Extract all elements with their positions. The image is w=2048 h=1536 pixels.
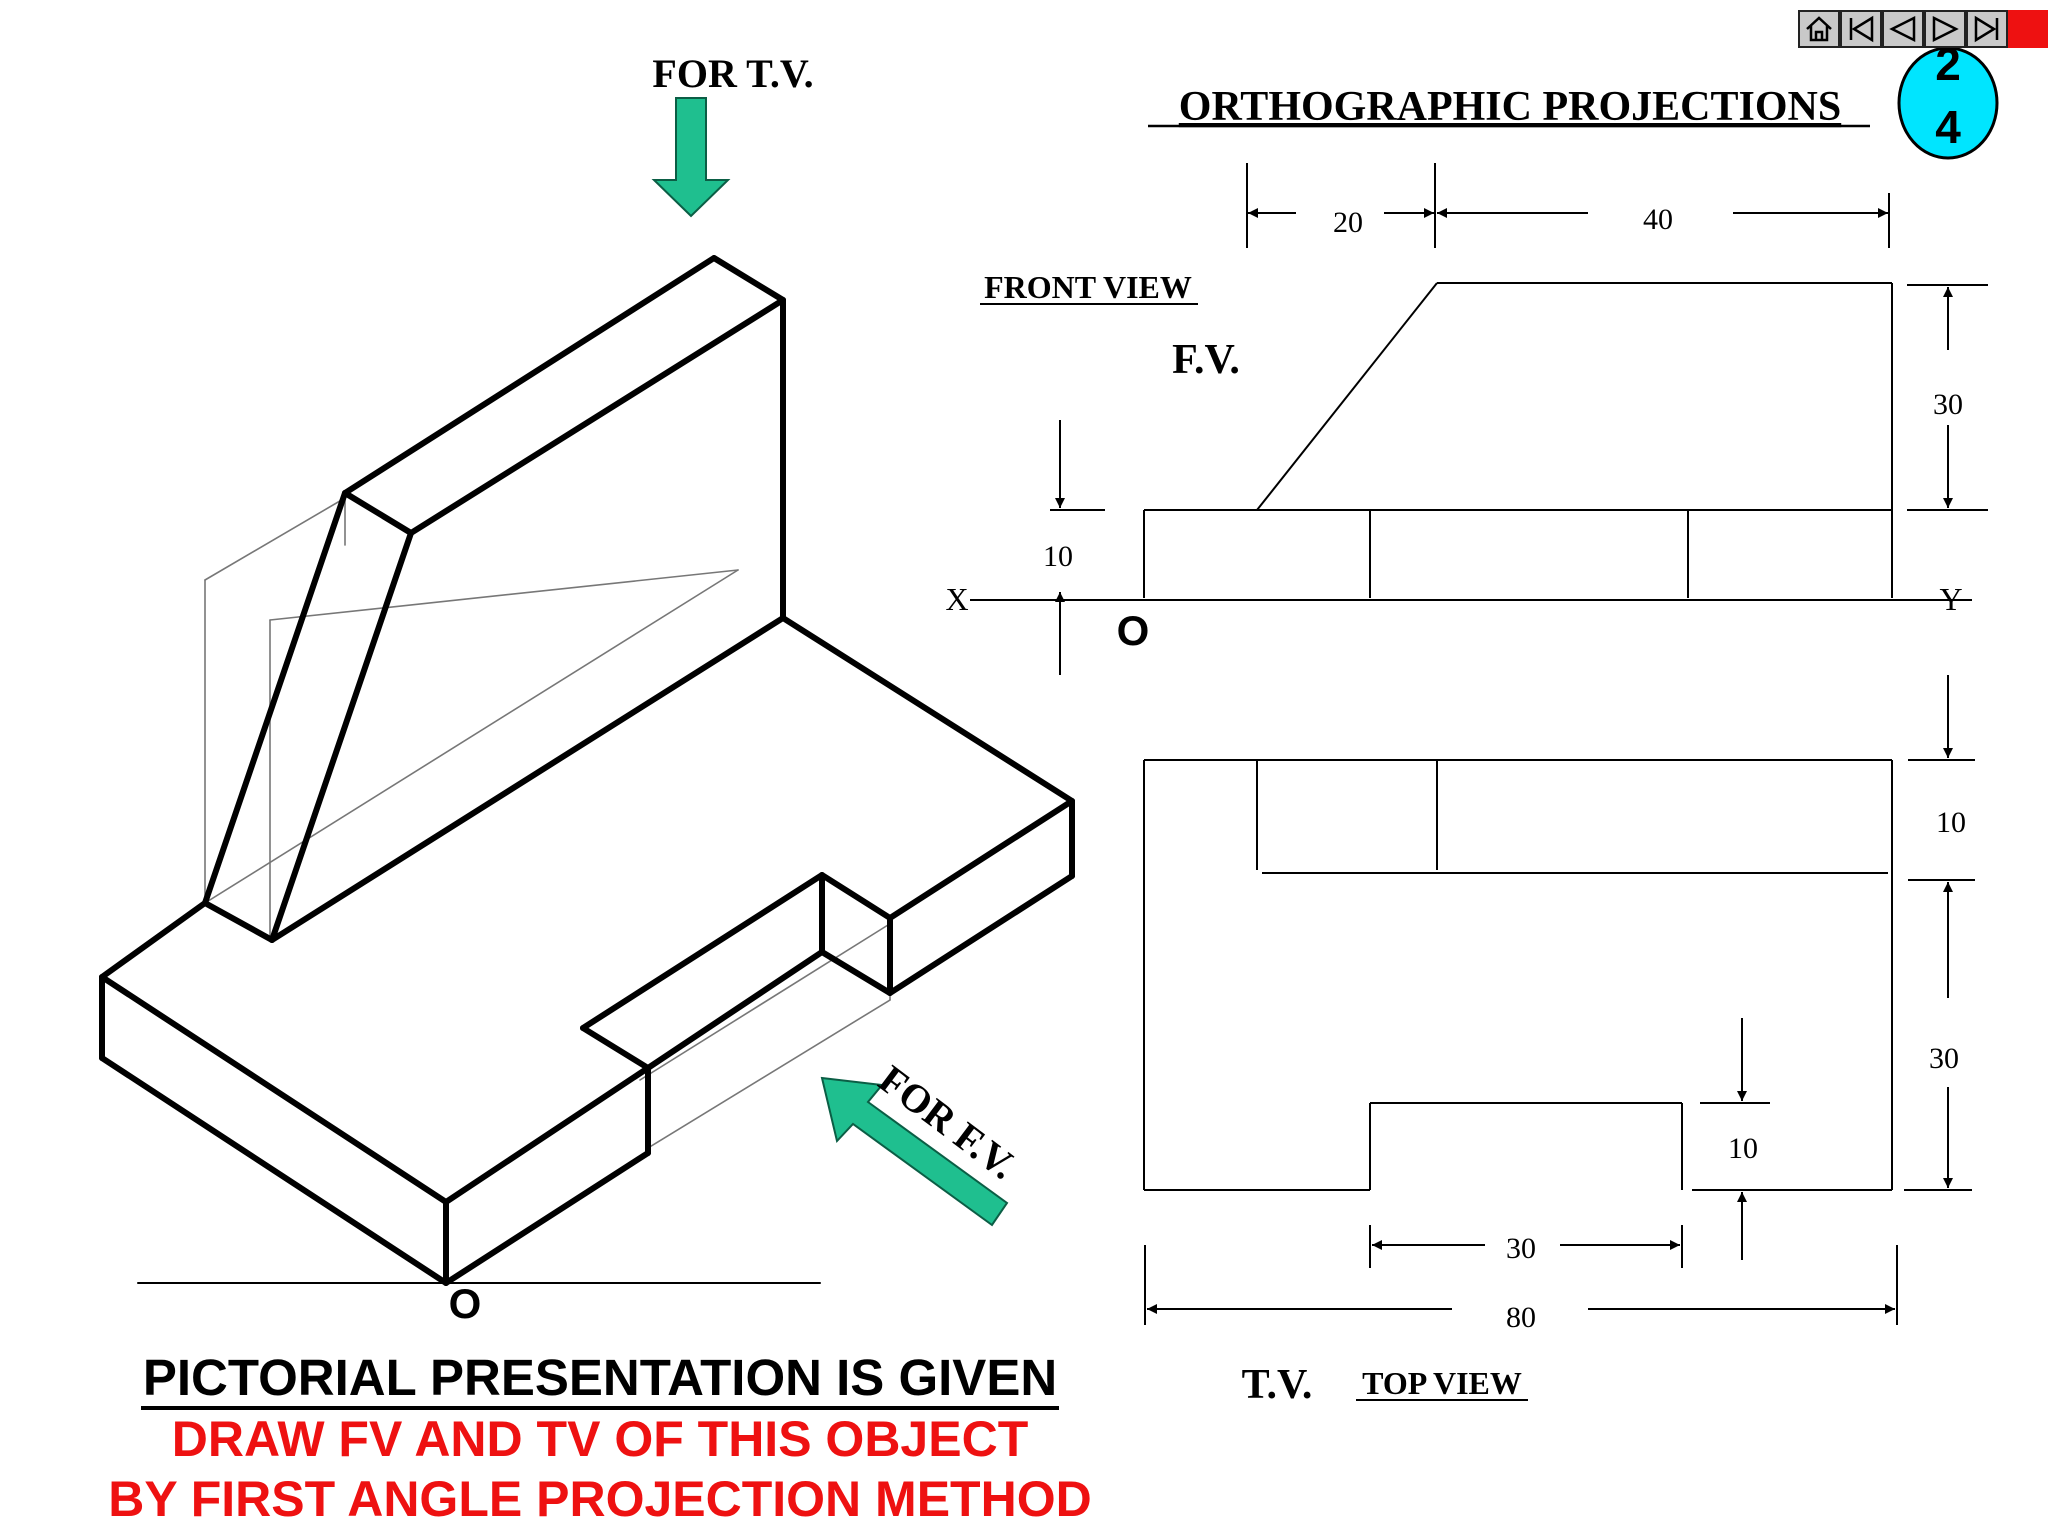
caption-line-2: DRAW FV AND TV OF THIS OBJECT: [171, 1411, 1029, 1467]
fv-dim-20: 20: [1333, 206, 1363, 239]
isometric-pictorial: [99, 255, 1075, 1286]
slide-number-badge: 2 4: [1897, 38, 1999, 160]
caption-line-1: PICTORIAL PRESENTATION IS GIVEN: [70, 1348, 1130, 1410]
fv-direction-arrow-icon: [820, 1076, 1009, 1227]
front-view-heading: FRONT VIEW: [984, 269, 1192, 305]
tv-dim-10-right: 10: [1936, 806, 1966, 839]
construction-lines: [204, 497, 891, 1149]
x-axis-label: X: [945, 581, 968, 617]
top-view-dimensions: [1144, 675, 1975, 1325]
last-slide-icon[interactable]: [1966, 10, 2008, 48]
slide-navigation: [1798, 10, 2048, 50]
caption-line-3: BY FIRST ANGLE PROJECTION METHOD: [108, 1471, 1092, 1527]
object-outline: [99, 255, 1075, 1286]
caption-line-1-text: PICTORIAL PRESENTATION IS GIVEN: [140, 1349, 1060, 1410]
y-axis-label: Y: [1939, 581, 1962, 617]
previous-slide-icon[interactable]: [1882, 10, 1924, 48]
front-view-drawing: [970, 282, 1972, 601]
tv-dim-30-slot: 30: [1506, 1232, 1536, 1265]
slide-title: ORTHOGRAPHIC PROJECTIONS: [1179, 84, 1841, 130]
tv-direction-arrow-icon: [651, 97, 731, 218]
exit-icon[interactable]: [2008, 10, 2048, 48]
fv-dim-10: 10: [1043, 540, 1073, 573]
top-view-heading: TOP VIEW: [1362, 1365, 1522, 1401]
slide-number-bottom: 4: [1935, 101, 1961, 153]
tv-label: T.V.: [1242, 1362, 1313, 1408]
tv-dim-80: 80: [1506, 1301, 1536, 1334]
home-icon[interactable]: [1798, 10, 1840, 48]
top-view-drawing: [1143, 759, 1893, 1191]
first-slide-icon[interactable]: [1840, 10, 1882, 48]
tv-dim-10-slot: 10: [1728, 1132, 1758, 1165]
fv-label: F.V.: [1172, 337, 1240, 383]
pictorial-origin-label: O: [449, 1280, 482, 1327]
next-slide-icon[interactable]: [1924, 10, 1966, 48]
tv-dim-30-right: 30: [1929, 1042, 1959, 1075]
fv-dim-40: 40: [1643, 203, 1673, 236]
for-tv-label: FOR T.V.: [652, 51, 813, 96]
front-view-dimensions: [1050, 163, 1988, 675]
fv-dim-30: 30: [1933, 388, 1963, 421]
fv-origin-label: O: [1117, 607, 1150, 654]
